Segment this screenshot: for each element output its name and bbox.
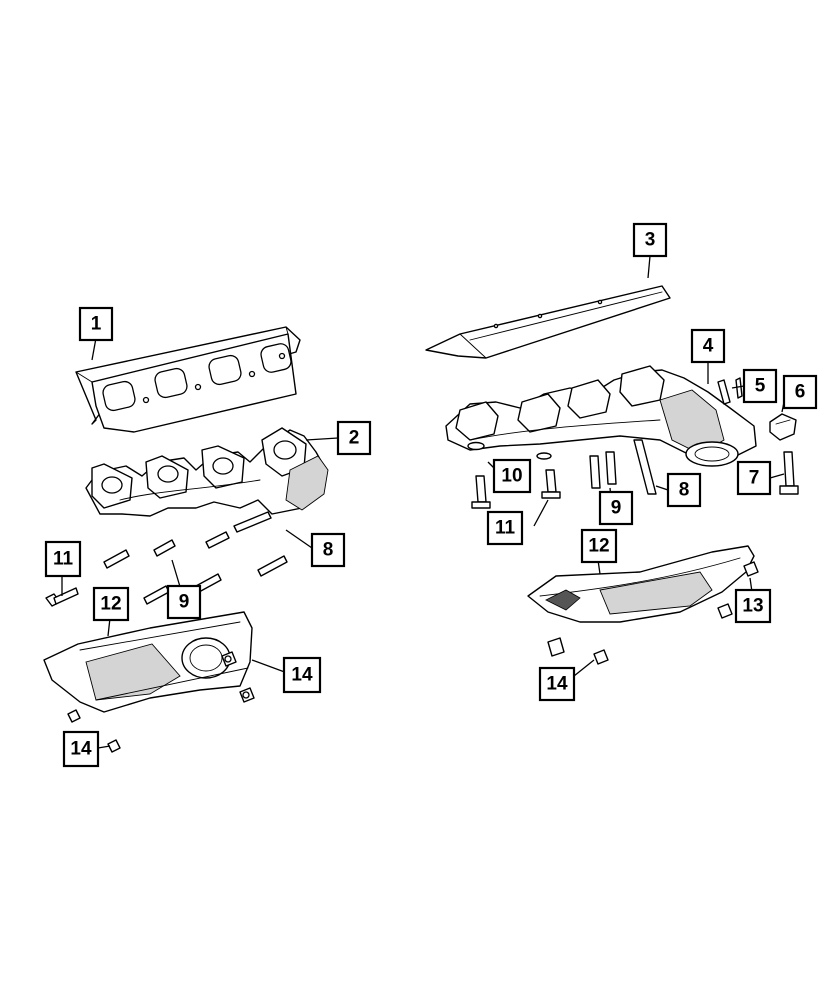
- callout-12-left: 12: [92, 586, 130, 622]
- callout-5: 5: [742, 368, 778, 404]
- callout-5-label: 5: [755, 376, 766, 397]
- callout-13: 13: [734, 588, 772, 624]
- callout-6: 6: [782, 374, 818, 410]
- callout-3-label: 3: [645, 230, 656, 251]
- callout-14-c-label: 14: [546, 674, 568, 695]
- callout-11-left-label: 11: [53, 549, 74, 570]
- right-clip: [769, 413, 797, 441]
- callout-12-right: 12: [580, 528, 618, 564]
- right-long-stud: [633, 439, 657, 495]
- callout-8-right: 8: [666, 472, 702, 508]
- right-small-studs: [589, 451, 617, 489]
- right-nuts-14: [547, 637, 609, 665]
- callout-12-right-label: 12: [588, 536, 609, 557]
- callout-3: 3: [632, 222, 668, 258]
- callout-9-right-label: 9: [611, 498, 622, 519]
- callout-1: 1: [78, 306, 114, 342]
- callout-1-label: 1: [91, 314, 102, 335]
- right-exhaust-manifold: [445, 365, 757, 467]
- callout-14-b: 14: [62, 730, 100, 768]
- left-heat-shield: [43, 611, 253, 713]
- callout-9-right: 9: [598, 490, 634, 526]
- right-washers: [467, 441, 552, 460]
- callout-11-left: 11: [44, 540, 82, 578]
- right-lower-heat-shield: [527, 545, 755, 623]
- callout-14-a-label: 14: [291, 665, 313, 686]
- left-studs: [233, 511, 288, 577]
- right-upper-heat-shield: [425, 285, 671, 359]
- callout-13-label: 13: [742, 596, 763, 617]
- right-long-bolt: [779, 451, 799, 495]
- callout-2: 2: [336, 420, 372, 456]
- callout-7-label: 7: [749, 468, 760, 489]
- callout-14-a: 14: [282, 656, 322, 694]
- right-nuts-13: [717, 561, 759, 619]
- callout-11-right: 11: [486, 510, 524, 546]
- left-nuts: [67, 651, 255, 753]
- callout-4-label: 4: [703, 336, 714, 357]
- callout-10-label: 10: [501, 466, 522, 487]
- right-bolts: [471, 469, 561, 509]
- callout-7: 7: [736, 460, 772, 496]
- left-manifold-gasket: [75, 326, 301, 433]
- left-exhaust-manifold: [85, 427, 329, 517]
- callout-12-left-label: 12: [100, 594, 121, 615]
- callout-10: 10: [492, 458, 532, 494]
- callout-8-right-label: 8: [679, 480, 690, 501]
- callout-9-left-label: 9: [179, 592, 190, 613]
- callout-14-b-label: 14: [70, 739, 92, 760]
- callout-4: 4: [690, 328, 726, 364]
- callout-9-left: 9: [166, 584, 202, 620]
- right-sensor-stud: [717, 377, 743, 405]
- callout-8-left-label: 8: [323, 540, 334, 561]
- callout-11-right-label: 11: [495, 518, 516, 539]
- callout-14-c: 14: [538, 666, 576, 702]
- callout-6-label: 6: [795, 382, 806, 403]
- left-bolt: [45, 587, 79, 607]
- callout-2-label: 2: [349, 428, 360, 449]
- callout-8-left: 8: [310, 532, 346, 568]
